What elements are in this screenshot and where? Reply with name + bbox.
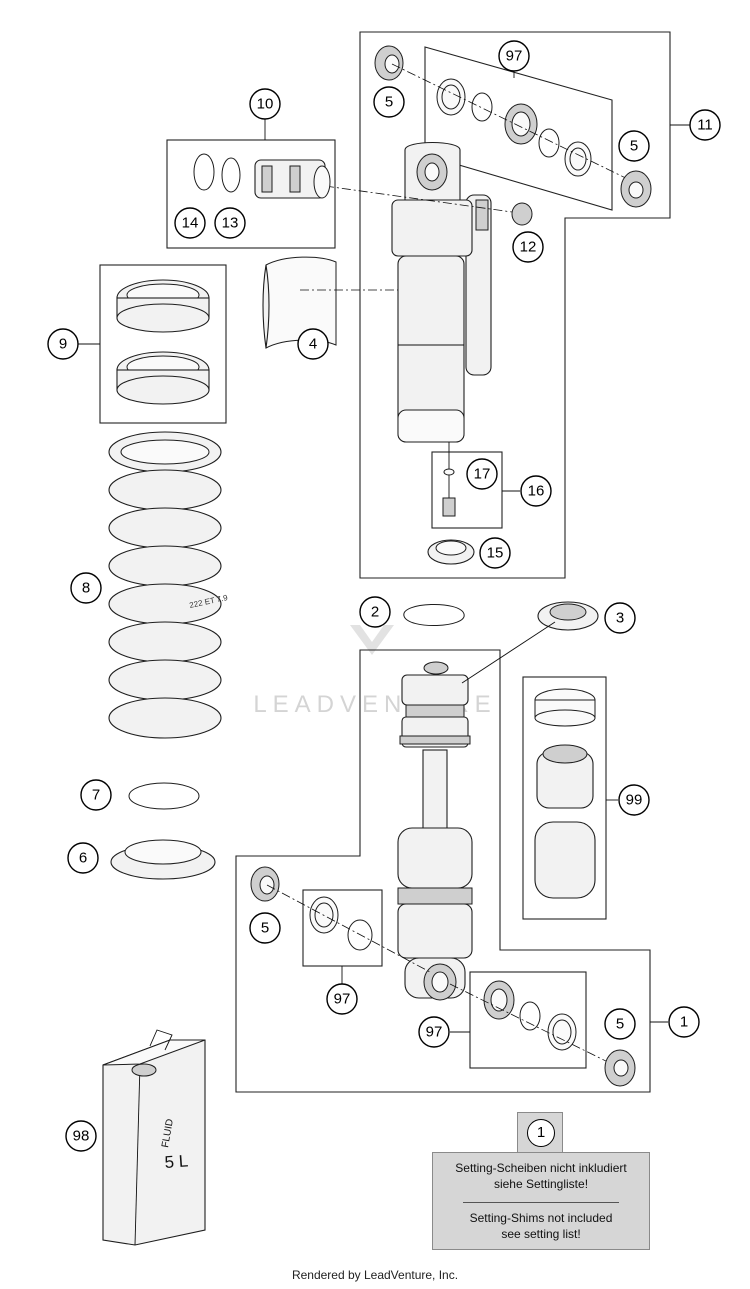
group-frame-11 [359,31,671,579]
axis-line-lower-right [449,983,621,1069]
callout-98: 98 [65,1120,97,1152]
part-ring-2 [403,604,465,626]
callout-2: 2 [359,596,391,628]
callout-17: 17 [466,458,498,490]
callout-13: 13 [214,207,246,239]
part-cover-4 [262,256,337,349]
part-valve-3 [537,601,599,631]
group-frame-10 [166,139,336,249]
part-bearing-set-lower-left [309,896,373,951]
svg-text:15: 15 [487,545,504,562]
svg-text:97: 97 [334,991,351,1008]
part-spring-seat-6 [110,839,216,880]
callout-5-lower-left: 5 [249,912,281,944]
callout-7: 7 [80,779,112,811]
svg-text:5: 5 [616,1016,624,1033]
part-spring-8: 222 ET 7.9 [108,431,229,739]
note-line-de-2: siehe Settingliste! [493,1177,589,1191]
fluid-can-volume: 5 L [164,1151,189,1172]
svg-text:5: 5 [385,94,393,111]
svg-text:16: 16 [528,483,545,500]
svg-text:98: 98 [73,1128,90,1145]
callout-12: 12 [512,231,544,263]
svg-text:11: 11 [697,117,713,134]
svg-text:8: 8 [82,580,90,597]
axis-line-lower-left [266,884,431,973]
note-line-de-1: Setting-Scheiben nicht inkludiert [455,1161,627,1175]
setting-note: Setting-Scheiben nicht inkludiert siehe … [432,1152,650,1250]
callout-3: 3 [604,602,636,634]
callout-6: 6 [67,842,99,874]
part-ring-7 [128,782,200,810]
note-line-en-1: Setting-Shims not included [469,1211,613,1225]
axis-line-top [391,63,641,186]
part-valve-10 [193,153,331,199]
svg-text:9: 9 [59,336,67,353]
svg-text:1: 1 [680,1014,688,1031]
svg-text:3: 3 [616,610,624,627]
group-frame-1 [235,649,651,1093]
svg-text:10: 10 [257,96,274,113]
part-piston-rod [397,661,473,1001]
group-frame-16 [431,451,503,529]
svg-text:5: 5 [261,920,269,937]
svg-text:13: 13 [222,215,239,232]
part-kit-99 [534,688,596,899]
note-line-en-2: see setting list! [501,1227,581,1241]
note-ref-callout: 1 [527,1119,555,1147]
part-valve-17-16 [442,442,456,517]
callout-15: 15 [479,537,511,569]
callout-97-lower-left: 97 [326,983,358,1015]
callout-1: 1 [668,1006,700,1038]
part-bushing-top-left [374,45,404,81]
part-cap-12 [511,202,533,226]
svg-text:4: 4 [309,336,317,353]
svg-text:5: 5 [630,138,638,155]
svg-text:12: 12 [520,239,537,256]
axis-line-10 [324,185,513,213]
svg-text:6: 6 [79,850,87,867]
part-fluid-can-98: FLUID 5 L [102,1029,206,1246]
note-tab: 1 [517,1112,563,1152]
callout-16: 16 [520,475,552,507]
callout-8: 8 [70,572,102,604]
part-bushing-lower-right [604,1049,636,1087]
svg-text:97: 97 [506,48,523,65]
group-frame-97-top [424,46,613,211]
callout-5-lower-right: 5 [604,1008,636,1040]
leader-lines [78,68,690,1033]
fluid-can-label: FLUID [160,1118,176,1148]
part-cap-15 [427,539,475,565]
svg-text:7: 7 [92,787,100,804]
svg-text:2: 2 [371,604,379,621]
group-frame-97-left [302,889,383,967]
leader-3 [461,621,556,684]
svg-text:14: 14 [182,215,199,232]
callout-97-lower-right: 97 [418,1016,450,1048]
part-bushing-top-right [620,170,652,208]
footer-credit: Rendered by LeadVenture, Inc. [291,1268,459,1282]
svg-text:17: 17 [474,466,491,483]
callout-10: 10 [249,88,281,120]
part-nuts-9 [116,279,210,405]
group-frame-99 [522,676,607,920]
part-bushing-lower-left [250,866,280,902]
note-separator [463,1202,619,1203]
callout-97-top: 97 [498,40,530,72]
callout-11: 11 [689,109,721,141]
svg-text:97: 97 [426,1024,443,1041]
callout-5-top-right: 5 [618,130,650,162]
callout-14: 14 [174,207,206,239]
callout-9: 9 [47,328,79,360]
part-bearing-set-lower-right [483,980,577,1051]
part-shock-body [391,142,492,443]
group-frame-97-right [469,971,587,1069]
svg-text:99: 99 [626,792,643,809]
callout-4: 4 [297,328,329,360]
callout-5-top-left: 5 [373,86,405,118]
callout-99: 99 [618,784,650,816]
